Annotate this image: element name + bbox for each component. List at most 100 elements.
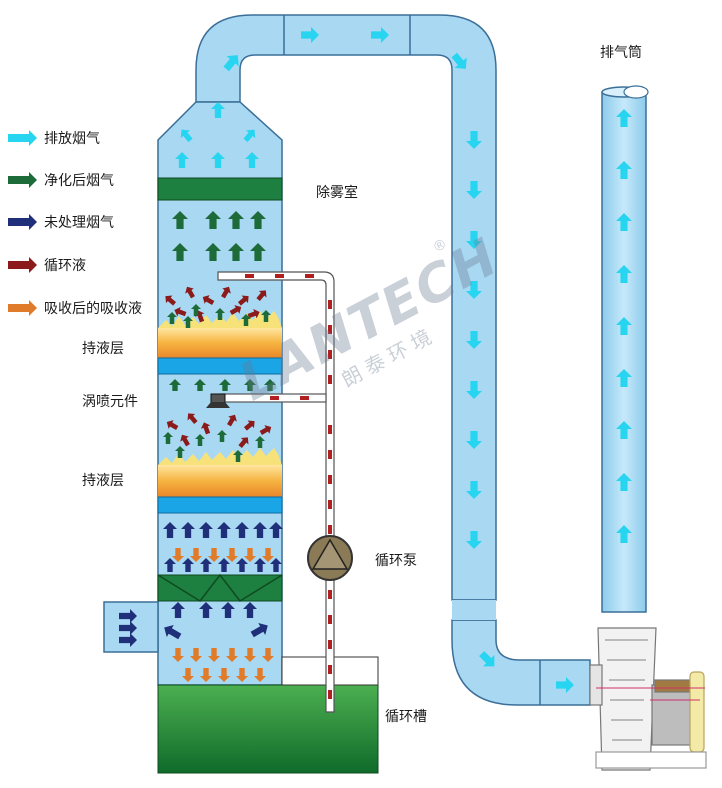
- baffle: [157, 574, 283, 602]
- exhaust-arrow: [466, 331, 482, 349]
- untreated-arrow: [243, 602, 257, 618]
- purified-arrow: [194, 379, 206, 391]
- absorbed-arrow: [262, 648, 274, 662]
- purified-arrow: [183, 316, 193, 328]
- purified-arrow: [241, 314, 251, 326]
- untreated-arrow: [199, 602, 213, 618]
- purified-arrow: [169, 379, 181, 391]
- exhaust-arrow: [616, 421, 632, 439]
- fan-icon: [589, 627, 707, 771]
- liquid-arrow: [202, 295, 215, 305]
- exhaust-arrow: [556, 677, 574, 693]
- untreated-arrow: [270, 558, 282, 572]
- exhaust-arrow: [175, 152, 189, 168]
- legend-item-purified: 净化后烟气: [8, 170, 114, 190]
- purified-arrow: [205, 243, 221, 261]
- absorbed-arrow: [172, 548, 184, 562]
- exhaust-arrow: [616, 369, 632, 387]
- purified-arrow: [217, 430, 227, 442]
- upper-blue-band: [157, 357, 283, 375]
- untreated-arrow: [200, 558, 212, 572]
- exhaust-arrow: [466, 481, 482, 499]
- label-liquid-layer-upper: 持液层: [82, 341, 124, 357]
- untreated-arrow: [171, 602, 185, 618]
- lower-blue-band: [157, 496, 283, 514]
- untreated-arrow: [164, 624, 182, 640]
- label-mist-chamber: 除雾室: [316, 185, 358, 201]
- exhaust-arrow: [466, 431, 482, 449]
- purified-arrow: [233, 450, 243, 462]
- exhaust-arrow: [616, 161, 632, 179]
- purified-arrow: [172, 211, 188, 229]
- purified-arrow: [228, 211, 244, 229]
- liquid-arrow: [229, 305, 242, 315]
- exhaust-arrow: [451, 52, 467, 69]
- exhaust-arrow: [616, 265, 632, 283]
- untreated-arrow: [119, 609, 137, 623]
- cyan-arrow-icon: [8, 130, 37, 146]
- legend-label: 未处理烟气: [44, 215, 114, 231]
- navy-arrow-icon: [8, 214, 37, 230]
- label-circulation-tank: 循环槽: [385, 709, 427, 725]
- absorbed-arrow: [208, 548, 220, 562]
- liquid-arrow: [256, 290, 267, 302]
- legend-item-circulating: 循环液: [8, 255, 86, 275]
- absorbed-arrow: [208, 648, 220, 662]
- label-exhaust-stack: 排气筒: [600, 45, 642, 61]
- exhaust-arrow: [211, 102, 225, 118]
- purified-arrow: [205, 211, 221, 229]
- liquid-arrow: [247, 308, 260, 319]
- label-liquid-layer-lower: 持液层: [82, 473, 124, 489]
- absorbed-arrow: [226, 648, 238, 662]
- untreated-arrow: [181, 522, 195, 538]
- purified-arrow: [244, 379, 256, 391]
- purified-arrow: [264, 379, 276, 391]
- absorbed-arrow: [182, 668, 194, 682]
- untreated-arrow: [217, 522, 231, 538]
- liquid-arrow: [187, 413, 198, 425]
- upper-packing: [158, 328, 282, 358]
- purified-arrow: [255, 436, 265, 448]
- legend-label: 净化后烟气: [44, 173, 114, 189]
- purified-arrow: [250, 243, 266, 261]
- vortex-nozzle-icon: [206, 393, 230, 408]
- exhaust-arrow: [616, 213, 632, 231]
- legend-item-absorbed: 吸收后的吸收液: [8, 298, 142, 318]
- absorbed-arrow: [190, 648, 202, 662]
- exhaust-arrow: [466, 131, 482, 149]
- purified-arrow: [167, 312, 177, 324]
- liquid-arrow: [180, 434, 190, 447]
- legend-label: 吸收后的吸收液: [44, 301, 142, 317]
- absorbed-arrow: [244, 648, 256, 662]
- purified-arrow: [219, 379, 231, 391]
- exhaust-arrow: [479, 651, 495, 667]
- untreated-arrow: [164, 558, 176, 572]
- legend-label: 循环液: [44, 258, 86, 274]
- purified-arrow: [163, 432, 173, 444]
- exhaust-arrow: [616, 525, 632, 543]
- untreated-arrow: [254, 558, 266, 572]
- purified-arrow: [261, 310, 271, 322]
- absorbed-arrow: [226, 548, 238, 562]
- untreated-arrow: [199, 522, 213, 538]
- red-arrow-icon: [8, 257, 37, 273]
- exhaust-arrow: [466, 181, 482, 199]
- liquid-arrow: [238, 437, 249, 449]
- liquid-arrow: [221, 286, 231, 299]
- absorbed-arrow: [200, 668, 212, 682]
- purified-arrow: [172, 243, 188, 261]
- purified-arrow: [250, 211, 266, 229]
- liquid-arrow: [227, 414, 237, 427]
- exhaust-arrow: [223, 55, 239, 72]
- exhaust-arrow: [371, 27, 389, 43]
- exhaust-arrow: [466, 231, 482, 249]
- exhaust-arrow: [466, 381, 482, 399]
- untreated-arrow: [119, 621, 137, 635]
- exhaust-arrow: [243, 129, 256, 143]
- liquid-arrow: [174, 306, 187, 317]
- legend-item-untreated: 未处理烟气: [8, 212, 114, 232]
- liquid-arrow: [166, 420, 179, 430]
- exhaust-arrow: [245, 152, 259, 168]
- legend-item-exhaust: 排放烟气: [8, 128, 100, 148]
